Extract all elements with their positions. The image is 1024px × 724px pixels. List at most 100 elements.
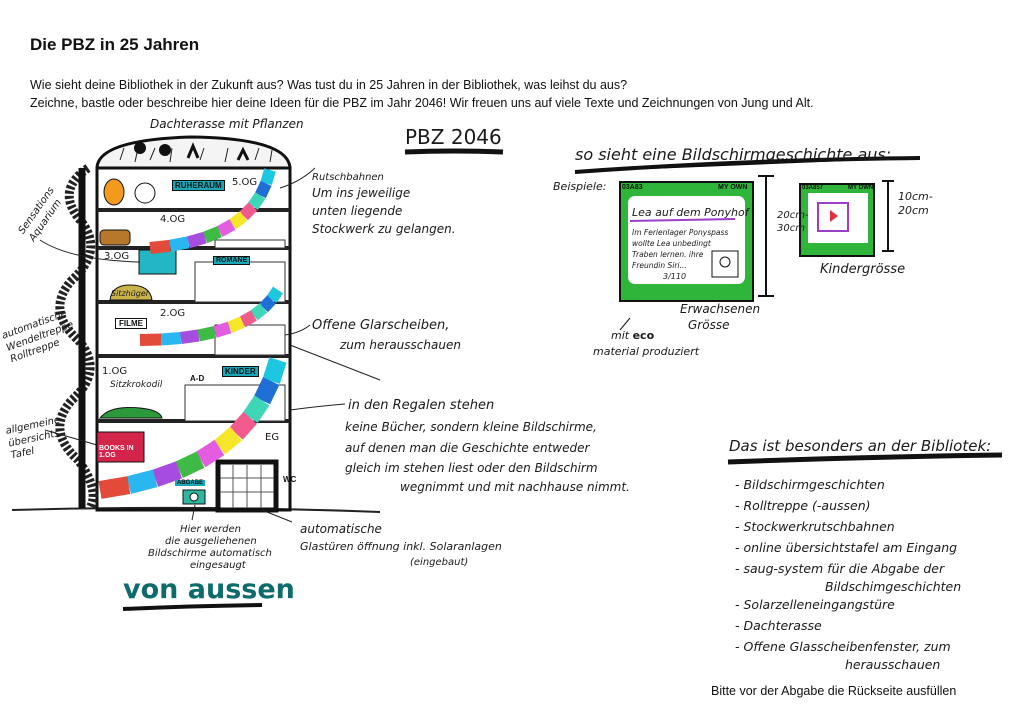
adult-screen-text-2: wollte Lea unbedingt [632, 239, 711, 248]
intro-line-2: Zeichne, bastle oder beschreibe hier dei… [30, 96, 814, 110]
kids-screen-size: 10cm-20cm [898, 190, 933, 217]
intro-line-1: Wie sieht deine Bibliothek in der Zukunf… [30, 78, 628, 92]
annotation-glas-2: zum herausschauen [340, 338, 461, 352]
list-item: herausschauen [845, 657, 941, 672]
slide-segment [98, 476, 131, 499]
roof-label: Dachterasse mit Pflanzen [150, 117, 304, 131]
annotation-abgabe-1: Hier werden [180, 524, 242, 535]
annotation-regale-4: gleich im stehen liest oder den Bildschi… [345, 461, 598, 475]
slide-segment [179, 329, 200, 344]
eco-word: eco [632, 329, 655, 342]
slide-segment [247, 192, 266, 210]
adult-screen-id: 03A83 [622, 184, 643, 191]
floor-3og: 3.OG [104, 251, 130, 262]
slide-segment [259, 295, 276, 313]
adult-screen-title: Lea auf dem Ponyhof [632, 206, 749, 219]
annotation-abgabe-2: die ausgeliehenen [165, 536, 257, 547]
slide-segment [126, 469, 158, 494]
special-heading: Das ist besonders an der Bibliotek: [729, 437, 992, 455]
slide-segment [253, 377, 280, 405]
drawing-heading: PBZ 2046 [405, 125, 502, 149]
floor-4og: 4.OG [160, 214, 186, 225]
adult-screen-text-1: Im Ferienlager Ponyspass [632, 228, 729, 237]
floor-1og: 1.OG [102, 366, 128, 377]
slide-segment [213, 321, 232, 338]
page-title: Die PBZ in 25 Jahren [30, 35, 200, 54]
slide-segment [242, 395, 270, 423]
adult-screen-text-4: Freundin Siri... [632, 261, 687, 270]
sign-romane: ROMANE [213, 256, 251, 265]
sign-books: BOOKS IN 1.OG [99, 445, 134, 459]
slide-segment [168, 236, 190, 252]
annotation-regale-2: keine Bücher, sondern kleine Bildschirme… [345, 420, 597, 434]
adult-screen-page: 3/110 [663, 272, 687, 281]
slide-segment [266, 286, 283, 303]
slide-segment [197, 326, 217, 342]
eco-prefix: mit [611, 329, 630, 342]
list-item: - Offene Glasscheibenfenster, zum [735, 639, 951, 654]
list-item: - saug-system für die Abgabe der [735, 561, 945, 576]
slide-segment [186, 231, 207, 249]
drawing-caption: von aussen [123, 574, 295, 605]
sign-ruheraum: RUHERAUM [172, 180, 225, 191]
slide-segment [216, 219, 236, 237]
annotation-regale-1: in den Regalen stehen [348, 398, 495, 413]
list-item: - Bildschirmgeschichten [735, 477, 885, 492]
slide-segment [160, 332, 182, 346]
slide-segment [175, 451, 205, 479]
sign-wc: WC [283, 475, 297, 484]
slide-segment [250, 303, 268, 321]
annotation-rutschbahnen-3: unten liegende [312, 204, 403, 218]
annotation-regale-5: wegnimmt und mit nachhause nimmt. [400, 480, 630, 494]
sign-abgabe: ABGABE [175, 480, 206, 486]
screen-story-heading: so sieht eine Bildschirmgeschichte aus: [575, 145, 892, 164]
sign-a-d: A-D [190, 374, 205, 383]
annotation-tueren-2: Glastüren öffnung inkl. Solaranlagen [300, 540, 502, 553]
slide-segment [262, 357, 287, 384]
slide-segment [254, 180, 272, 199]
special-list: - Bildschirmgeschichten - Rolltreppe (-a… [735, 474, 961, 672]
list-item: - Dachterasse [735, 618, 822, 633]
sign-filme: FILME [115, 318, 147, 329]
sitzkrokodil-label: Sitzkrokodil [110, 380, 163, 390]
list-item: Bildschimgeschichten [825, 579, 962, 594]
list-item: - online übersichtstafel am Eingang [735, 540, 958, 555]
slide-segment [227, 316, 245, 334]
slide-segment [239, 310, 257, 328]
slide-segment [260, 168, 276, 186]
annotation-tueren-3: (eingebaut) [410, 557, 469, 568]
slide-segment [202, 226, 222, 244]
annotation-abgabe-4: eingesaugt [190, 560, 246, 571]
annotation-glas-1: Offene Glarscheiben, [312, 318, 450, 333]
slide-segment [139, 333, 162, 346]
kids-screen-brand: MY OWN [848, 185, 874, 191]
kids-screen-id: 03A857 [802, 185, 824, 191]
eco-text-2: material produziert [593, 345, 700, 358]
sign-sitzhuegel: Sitzhügel [111, 289, 148, 298]
slide-segment [213, 426, 242, 455]
slide-segment [152, 461, 183, 487]
annotation-rutschbahnen-4: Stockwerk zu gelangen. [312, 222, 456, 236]
list-item: - Stockwerkrutschbahnen [735, 519, 895, 534]
eco-text-1: mit eco [611, 329, 654, 343]
slide-segment [195, 439, 225, 468]
slide-segment [229, 411, 257, 440]
annotation-rutschbahnen-1: Rutschbahnen [312, 172, 384, 183]
annotation-rutschbahnen-2: Um ins jeweilige [312, 186, 411, 200]
adult-caption-2: Grösse [688, 318, 730, 332]
slide-segment [239, 202, 258, 221]
annotation-abgabe-3: Bildschirme automatisch [148, 548, 272, 559]
floor-5og: 5.OG [232, 177, 258, 188]
adult-screen-brand: MY OWN [718, 184, 748, 191]
kids-caption: Kindergrösse [820, 262, 906, 277]
footer-note: Bitte vor der Abgabe die Rückseite ausfü… [711, 684, 957, 698]
floor-eg: EG [265, 432, 280, 443]
annotation-tueren-1: automatische [300, 522, 382, 536]
beispiele-label: Beispiele: [553, 180, 607, 193]
adult-screen-text-3: Traben lernen. ihre [632, 250, 704, 259]
list-item: - Solarzelleneingangstüre [735, 597, 895, 612]
slide-segment [228, 211, 248, 230]
adult-caption-1: Erwachsenen [680, 302, 761, 316]
floor-2og: 2.OG [160, 308, 186, 319]
